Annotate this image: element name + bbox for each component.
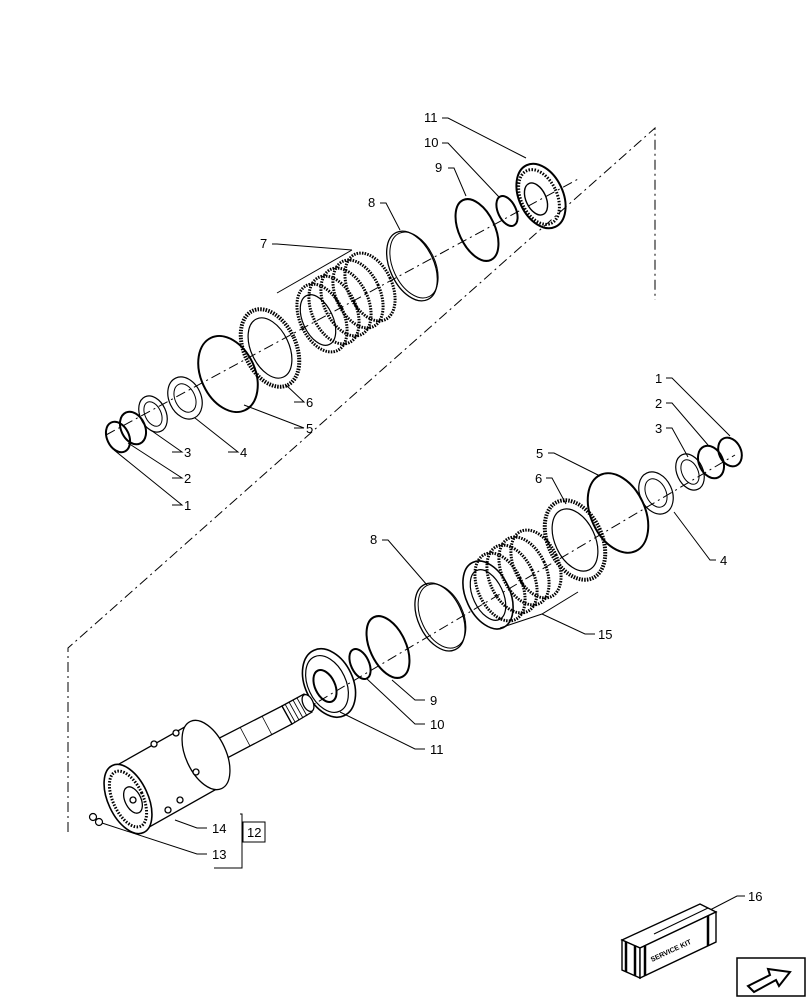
- label-lower-11[interactable]: 11: [430, 742, 444, 757]
- label-upper-11[interactable]: 11: [424, 110, 438, 125]
- part-1-snap-ring-upper[interactable]: [101, 418, 134, 456]
- upper-group: [101, 156, 576, 456]
- next-page-arrow-icon[interactable]: [736, 957, 806, 997]
- kit-box-12: [242, 821, 266, 843]
- part-4-thrust-washer-lower[interactable]: [632, 466, 680, 519]
- label-upper-9[interactable]: 9: [435, 160, 442, 175]
- label-lower-16[interactable]: 16: [748, 889, 762, 904]
- part-3-washer-upper[interactable]: [133, 391, 173, 436]
- lower-group: [292, 434, 747, 726]
- part-13-check-balls[interactable]: [88, 812, 104, 827]
- part-4-thrust-washer-upper[interactable]: [161, 371, 209, 424]
- label-kit-12[interactable]: 12: [247, 825, 261, 840]
- part-2-ring-lower[interactable]: [693, 442, 729, 483]
- label-upper-2[interactable]: 2: [184, 471, 191, 486]
- part-11-piston-upper[interactable]: [507, 156, 576, 236]
- part-14-clutch-drum-with-shaft[interactable]: [94, 693, 316, 841]
- label-upper-1[interactable]: 1: [184, 498, 191, 513]
- label-upper-6[interactable]: 6: [306, 395, 313, 410]
- label-lower-15[interactable]: 15: [598, 627, 612, 642]
- label-lower-5[interactable]: 5: [536, 446, 543, 461]
- part-labels: 1 2 3 4 5 6 7 8 9 10 11 1 2 3 4 5 6 8 9 …: [184, 110, 762, 904]
- part-3-washer-lower[interactable]: [670, 449, 710, 494]
- label-lower-14[interactable]: 14: [212, 821, 226, 836]
- leader-lines: [101, 117, 745, 911]
- part-1-snap-ring-lower[interactable]: [714, 434, 747, 470]
- part-5-large-o-ring-upper[interactable]: [187, 326, 270, 421]
- label-upper-8[interactable]: 8: [368, 195, 375, 210]
- label-upper-10[interactable]: 10: [424, 135, 438, 150]
- part-16-service-kit-box[interactable]: SERVICE KIT: [620, 903, 718, 980]
- label-lower-13[interactable]: 13: [212, 847, 226, 862]
- label-lower-3[interactable]: 3: [655, 421, 662, 436]
- label-lower-6[interactable]: 6: [535, 471, 542, 486]
- part-15-clutch-pack-lower[interactable]: [453, 522, 571, 637]
- part-10-small-seal-upper[interactable]: [492, 193, 522, 230]
- part-9-seal-ring-lower[interactable]: [358, 609, 419, 684]
- label-upper-7[interactable]: 7: [260, 236, 267, 251]
- label-lower-1[interactable]: 1: [655, 371, 662, 386]
- label-lower-4[interactable]: 4: [720, 553, 727, 568]
- part-8-wave-spring-upper[interactable]: [376, 223, 447, 309]
- label-upper-3[interactable]: 3: [184, 445, 191, 460]
- part-11-piston-lower[interactable]: [292, 640, 366, 726]
- label-upper-5[interactable]: 5: [306, 421, 313, 436]
- part-9-seal-ring-upper[interactable]: [447, 192, 508, 267]
- part-6-pressure-plate-upper[interactable]: [229, 300, 311, 396]
- part-8-wave-spring-lower[interactable]: [405, 575, 476, 659]
- label-lower-8[interactable]: 8: [370, 532, 377, 547]
- label-lower-9[interactable]: 9: [430, 693, 437, 708]
- part-6-pressure-plate-lower[interactable]: [533, 491, 617, 590]
- label-upper-4[interactable]: 4: [240, 445, 247, 460]
- part-2-ring-upper[interactable]: [115, 408, 151, 449]
- label-lower-2[interactable]: 2: [655, 396, 662, 411]
- label-lower-10[interactable]: 10: [430, 717, 444, 732]
- part-5-large-o-ring-lower[interactable]: [576, 464, 660, 563]
- part-7-clutch-pack-upper[interactable]: [287, 245, 405, 360]
- assembly-axis: [67, 126, 736, 832]
